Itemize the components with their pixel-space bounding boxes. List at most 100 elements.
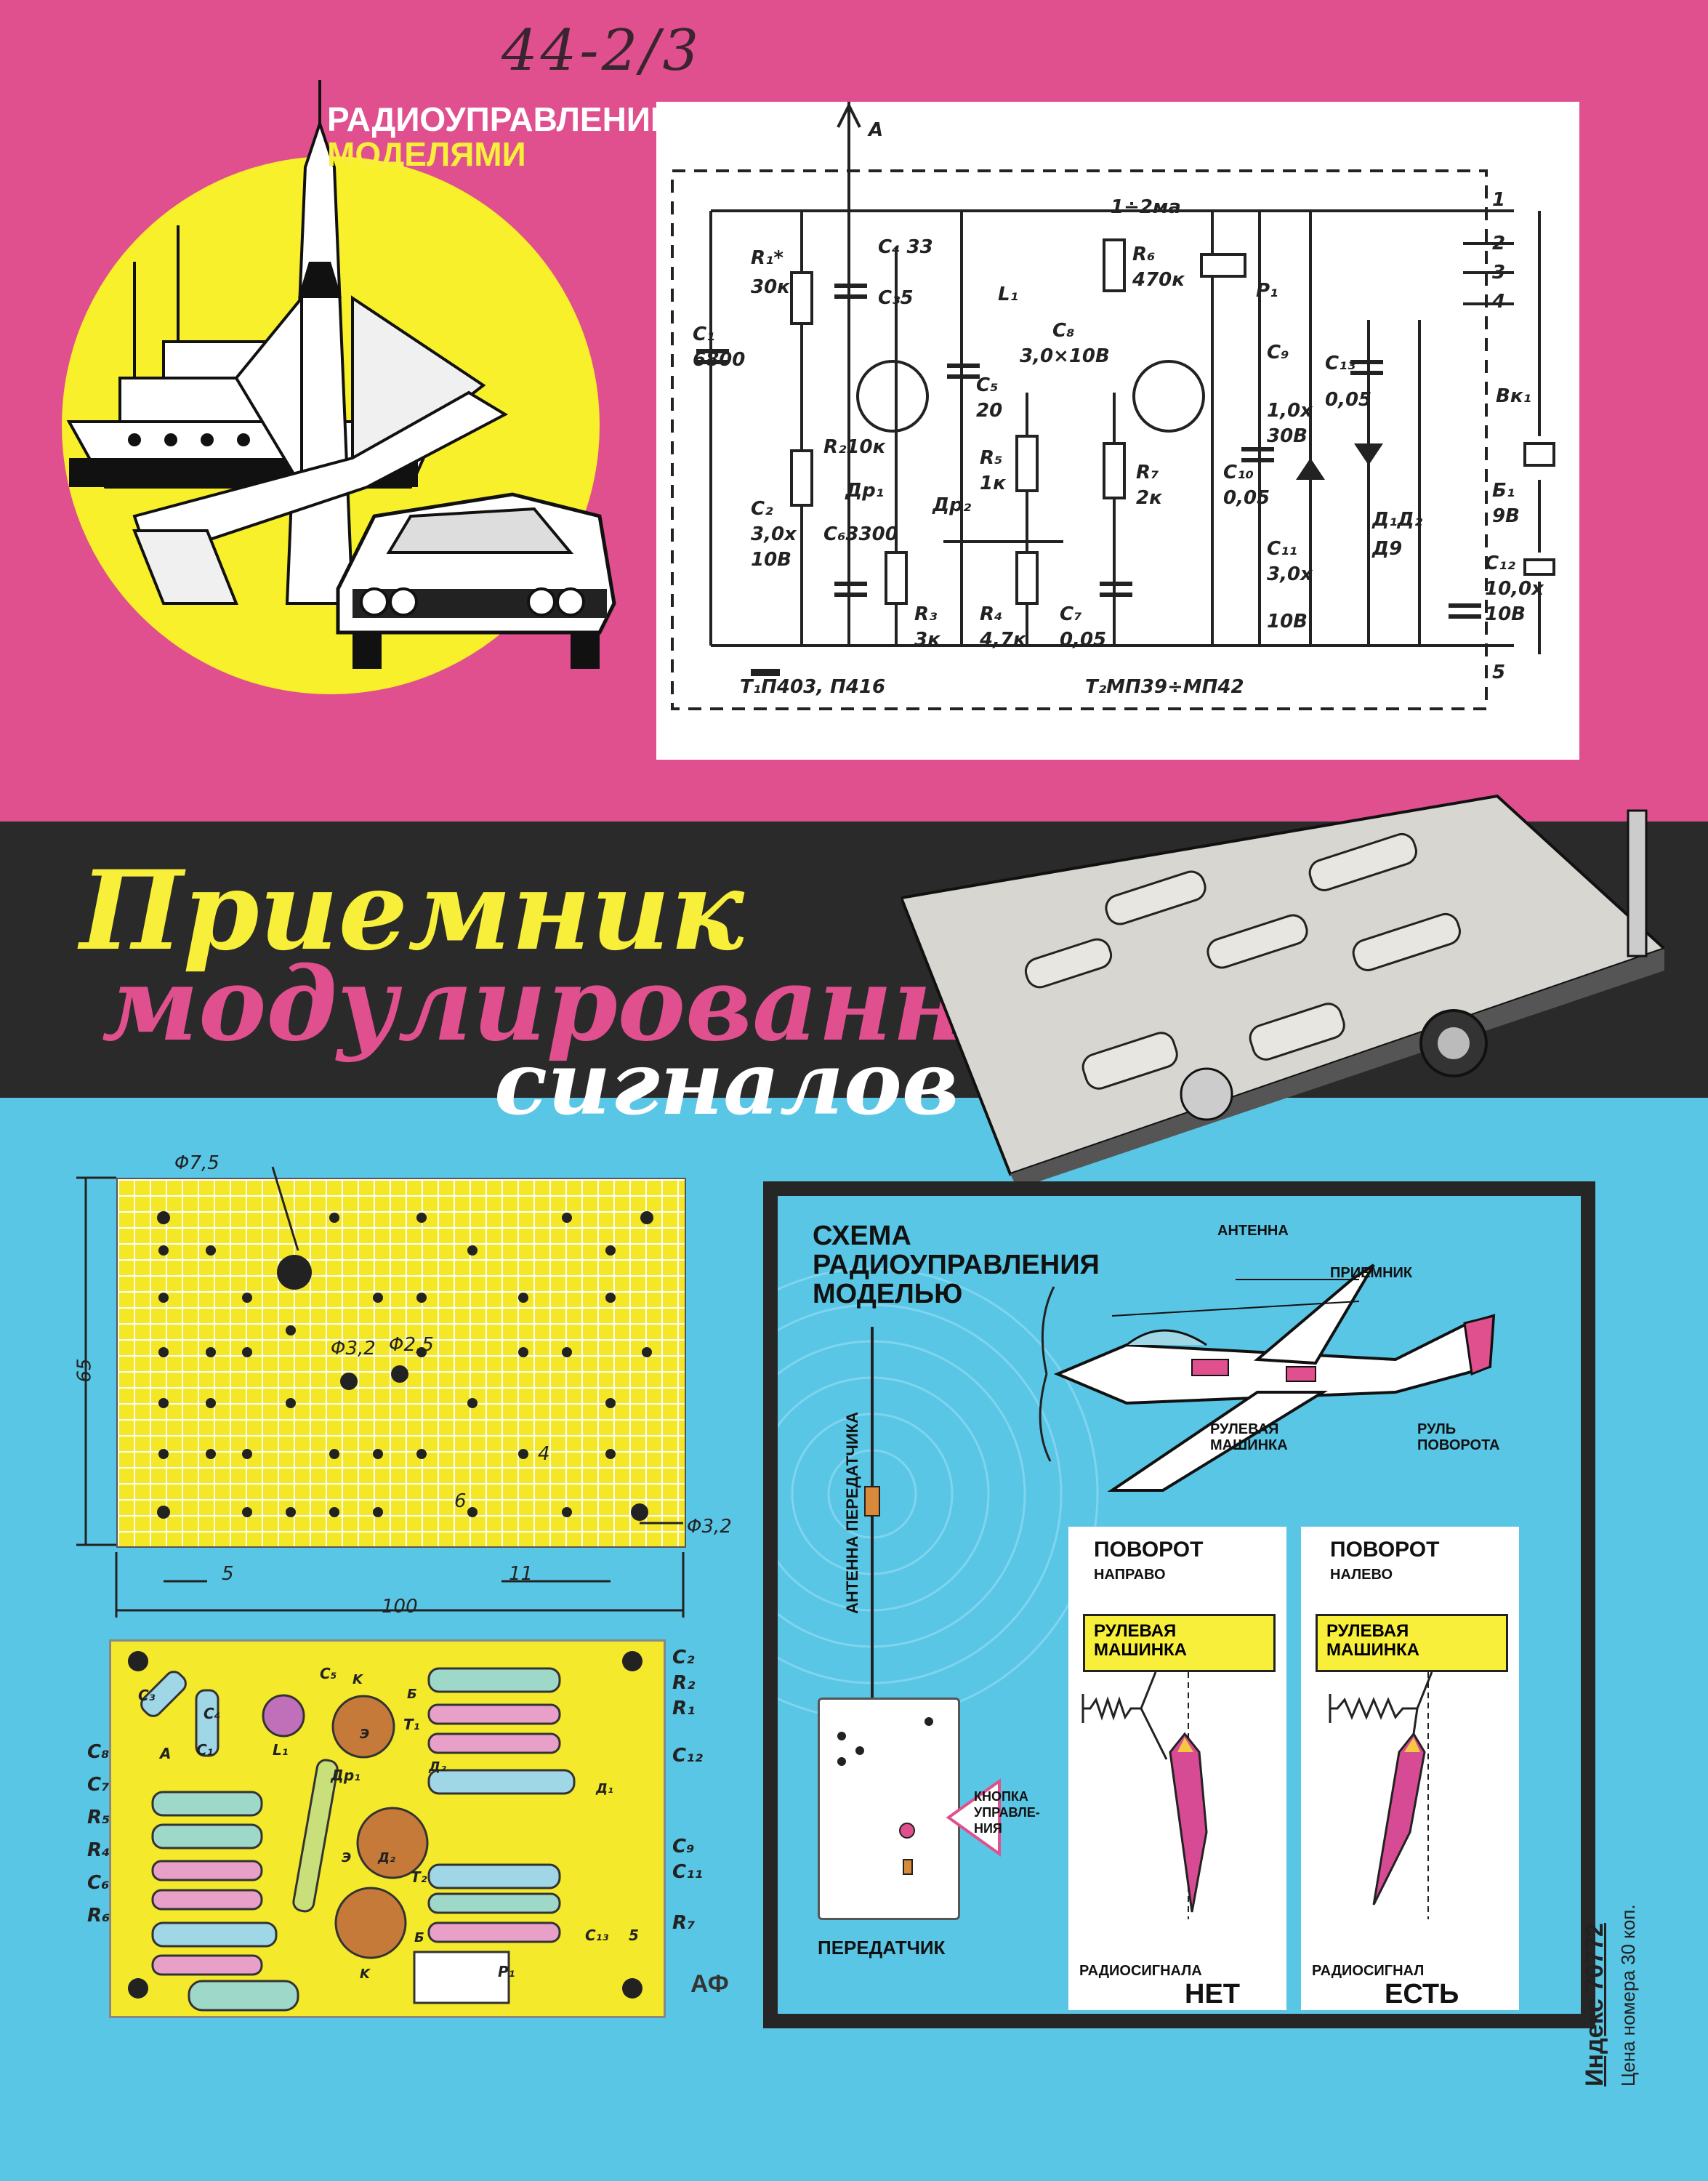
value-c7: 0,05 bbox=[1060, 629, 1107, 651]
issue-price: Цена номера 30 коп. bbox=[1617, 1904, 1639, 2086]
label-dp1: Др₁ bbox=[845, 480, 885, 502]
right-turn-state: НЕТ bbox=[1185, 1979, 1240, 2009]
left-turn-servo-box: РУЛЕВАЯ МАШИНКА bbox=[1316, 1614, 1508, 1672]
layout-inner-t2: T₂ bbox=[411, 1868, 427, 1886]
rc-title-line-2: РАДИОУПРАВЛЕНИЯ bbox=[813, 1250, 1100, 1280]
layout-inner-t1: T₁ bbox=[403, 1716, 420, 1733]
layout-inner-d2b: Д₂ bbox=[378, 1850, 395, 1865]
right-turn-signal: РАДИОСИГНАЛА bbox=[1079, 1963, 1202, 1979]
label-b1: Б₁ bbox=[1492, 480, 1515, 502]
value-c8: 3,0×10В bbox=[1020, 345, 1110, 367]
layout-inner-a: A bbox=[160, 1745, 172, 1762]
layout-label-c7: C₇ bbox=[87, 1774, 110, 1796]
dim-height: 65 bbox=[73, 1358, 96, 1383]
drill-holes bbox=[157, 1211, 653, 1521]
label-r5: R₅ bbox=[980, 447, 1003, 469]
layout-label-c9: C₉ bbox=[672, 1836, 695, 1857]
label-c11: C₁₁ bbox=[1267, 538, 1297, 560]
rc-scheme-title: СХЕМА РАДИОУПРАВЛЕНИЯ МОДЕЛЬЮ bbox=[813, 1221, 1100, 1309]
artist-signature: АФ bbox=[690, 1970, 729, 1998]
drill-dimension-lines bbox=[76, 1166, 685, 1618]
value-r7: 2к bbox=[1136, 487, 1162, 509]
dim-offset: 11 bbox=[509, 1563, 533, 1585]
dim-width: 100 bbox=[382, 1596, 418, 1618]
right-turn-sub: НАПРАВО bbox=[1094, 1567, 1166, 1583]
layout-inner-c4: C₄ bbox=[204, 1705, 221, 1722]
label-diodes: Д₁Д₂ bbox=[1372, 509, 1423, 531]
dim-hole-medium: Φ3,2 bbox=[331, 1338, 376, 1359]
schematic-diagram: А R₁* 30к C₁ 6800 C₄ 33 C₃5 L₁ C₅ 20 R₂1… bbox=[656, 102, 1579, 760]
pin-3: 3 bbox=[1492, 262, 1506, 284]
rc-title-line-1: СХЕМА bbox=[813, 1221, 911, 1251]
value-c2b: 10В bbox=[751, 549, 791, 571]
left-servo-line-2: МАШИНКА bbox=[1326, 1640, 1420, 1660]
radio-waves bbox=[778, 1267, 1099, 1734]
label-c5: C₅ bbox=[976, 374, 999, 396]
callout-servo: РУЛЕВАЯ МАШИНКА bbox=[1210, 1421, 1288, 1453]
right-servo-line-1: РУЛЕВАЯ bbox=[1094, 1621, 1177, 1641]
label-l1: L₁ bbox=[998, 284, 1018, 305]
header-title: РАДИОУПРАВЛЕНИЕ МОДЕЛЯМИ bbox=[327, 102, 673, 172]
pin-1: 1 bbox=[1492, 189, 1506, 211]
label-c10: C₁₀ bbox=[1223, 462, 1254, 483]
value-c11b: 10В bbox=[1267, 611, 1308, 632]
index-number: Индекс 70772 bbox=[1581, 1923, 1608, 2086]
value-r4: 4,7к bbox=[980, 629, 1026, 651]
dim-c: 4 bbox=[538, 1443, 550, 1465]
callout-receiver: ПРИЕМНИК bbox=[1330, 1265, 1413, 1281]
schematic-lines bbox=[671, 102, 1555, 710]
layout-label-r4: R₄ bbox=[87, 1839, 110, 1861]
car-icon bbox=[336, 492, 616, 669]
layout-label-c11: C₁₁ bbox=[672, 1861, 703, 1883]
right-turn-head: ПОВОРОТ bbox=[1094, 1538, 1204, 1562]
schematic-antenna-label: А bbox=[869, 119, 884, 141]
callout-rudder-line-1: РУЛЬ bbox=[1417, 1421, 1457, 1437]
label-c3: C₃5 bbox=[878, 287, 914, 309]
label-r3: R₃ bbox=[914, 603, 938, 625]
layout-inner-5: 5 bbox=[629, 1927, 639, 1944]
layout-label-r5: R₅ bbox=[87, 1807, 110, 1828]
label-c6: C₆3300 bbox=[823, 523, 898, 545]
layout-inner-p1: P₁ bbox=[498, 1963, 515, 1980]
label-c8: C₈ bbox=[1052, 320, 1075, 342]
layout-label-c2: C₂ bbox=[672, 1647, 695, 1668]
header-line-1: РАДИОУПРАВЛЕНИЕ bbox=[327, 100, 673, 138]
layout-inner-d1: Д₁ bbox=[596, 1781, 613, 1796]
value-c1: 6800 bbox=[693, 349, 746, 371]
label-t1: T₁П403, П416 bbox=[740, 676, 886, 698]
pin-2: 2 bbox=[1492, 233, 1506, 254]
label-c1: C₁ bbox=[693, 324, 715, 345]
layout-inner-k2: K bbox=[360, 1967, 370, 1982]
rudder-right-icon bbox=[1081, 1672, 1208, 1919]
airplane-illustration bbox=[1039, 1264, 1496, 1492]
callout-button: КНОПКА УПРАВЛЕ- НИЯ bbox=[974, 1788, 1040, 1836]
tx-antenna-label: АНТЕННА ПЕРЕДАТЧИКА bbox=[843, 1412, 861, 1614]
value-c10: 0,05 bbox=[1223, 487, 1270, 509]
layout-inner-k1: K bbox=[353, 1672, 363, 1687]
label-current: 1÷2ма bbox=[1111, 196, 1181, 218]
value-c5: 20 bbox=[976, 400, 1003, 422]
label-r2: R₂10к bbox=[823, 436, 886, 458]
title-line-1: Приемник bbox=[80, 847, 744, 975]
layout-inner-d2a: Д₂ bbox=[429, 1759, 446, 1775]
label-r4: R₄ bbox=[980, 603, 1003, 625]
layout-inner-c13: C₁₃ bbox=[585, 1927, 609, 1944]
layout-label-r6: R₆ bbox=[87, 1905, 110, 1927]
dim-d: 6 bbox=[454, 1490, 467, 1512]
left-turn-head: ПОВОРОТ bbox=[1330, 1538, 1440, 1562]
value-c9b: 30В bbox=[1267, 425, 1308, 447]
button-pointer bbox=[946, 1778, 1001, 1857]
plane-icon bbox=[132, 390, 509, 605]
label-c2: C₂ bbox=[751, 498, 773, 520]
value-b1: 9В bbox=[1492, 505, 1520, 527]
label-p1: P₁ bbox=[1256, 280, 1278, 302]
drill-template-grid bbox=[116, 1178, 686, 1548]
models-illustration bbox=[66, 80, 616, 669]
layout-inner-e2: Э bbox=[342, 1850, 352, 1865]
callout-button-line-3: НИЯ bbox=[974, 1821, 1002, 1836]
dim-hole-large: Φ7,5 bbox=[174, 1152, 219, 1174]
layout-label-r1: R₁ bbox=[672, 1698, 696, 1719]
left-turn-state: ЕСТЬ bbox=[1385, 1979, 1459, 2009]
value-diodes: Д9 bbox=[1372, 538, 1403, 560]
label-c13: C₁₃ bbox=[1325, 353, 1355, 374]
